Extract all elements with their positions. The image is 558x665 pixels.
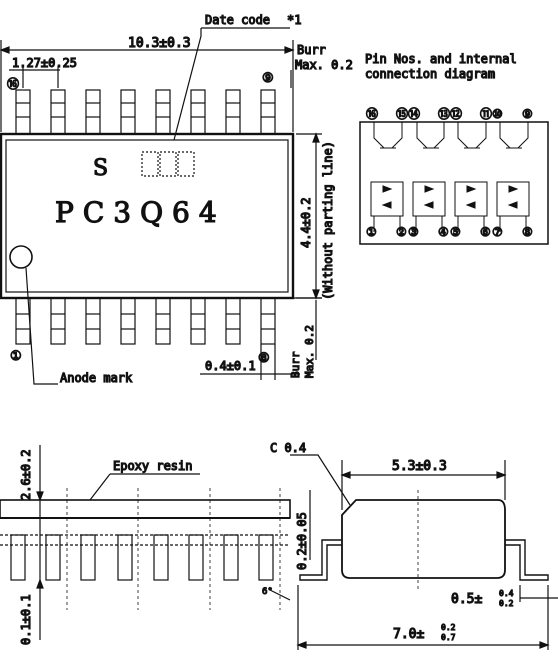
conn-pin-15: ⑮ xyxy=(396,107,408,121)
conn-pin-12: ⑫ xyxy=(450,107,462,121)
foot-dimension-upper: 0.4 xyxy=(499,589,514,598)
pitch-dimension: 1.27±0.25 xyxy=(12,56,77,70)
lead-thickness-dimension: 0.2±0.05 xyxy=(295,512,309,570)
pin-16-label: ⑯ xyxy=(7,77,19,91)
conn-pin-13: ⑬ xyxy=(438,107,450,121)
lead-16 xyxy=(15,89,31,135)
conn-pin-7: ⑦ xyxy=(492,225,503,239)
lead-angle-label: 6° xyxy=(262,587,273,597)
burr-side-line2: Max. 0.2 xyxy=(303,325,316,378)
date-code-leader xyxy=(173,28,202,141)
side-lead-right xyxy=(505,539,549,581)
connection-title-line1: Pin Nos. and internal xyxy=(365,52,517,66)
anode-leader xyxy=(25,267,58,385)
burr-top-line1: Burr xyxy=(297,43,326,57)
standoff-dimension: 0.1±0.1 xyxy=(19,594,33,645)
side-lead-left xyxy=(299,539,342,581)
epoxy-resin-label: Epoxy resin xyxy=(113,459,192,473)
lead-12 xyxy=(155,89,171,135)
chamfer-dimension: C 0.4 xyxy=(270,441,306,455)
anode-mark-label: Anode mark xyxy=(60,371,133,385)
conn-pin-6: ⑥ xyxy=(480,225,491,239)
total-width-upper: 0.2 xyxy=(441,623,456,632)
package-body xyxy=(0,132,295,300)
date-code-note: *1 xyxy=(287,13,301,27)
top-leads xyxy=(15,89,276,135)
conn-pin-11: ⑪ xyxy=(480,107,492,121)
lead-13 xyxy=(120,89,136,135)
total-width-dimension: 7.0± xyxy=(393,627,424,642)
foot-dimension: 0.5± xyxy=(451,592,482,607)
pin-8-label: ⑧ xyxy=(258,351,270,366)
connection-title-line2: connection diagram xyxy=(365,67,495,81)
width-dimension: 10.3±0.3 xyxy=(128,36,191,51)
conn-pin-5: ⑤ xyxy=(450,225,461,239)
body-width-dimension: 5.3±0.3 xyxy=(392,459,447,474)
conn-pin-4: ④ xyxy=(438,225,449,239)
front-height-dimension: 2.6±0.2 xyxy=(19,449,33,500)
conn-pin-3: ③ xyxy=(408,225,419,239)
lead-14 xyxy=(85,89,101,135)
package-inner-edge xyxy=(5,139,289,293)
conn-pin-1: ① xyxy=(366,225,377,239)
bottom-leads xyxy=(15,297,276,345)
front-leads xyxy=(10,534,274,581)
conn-pin-9: ⑨ xyxy=(522,107,533,121)
epoxy-resin-layer xyxy=(0,499,291,519)
burr-side-line1: Burr xyxy=(289,351,302,378)
burr-top-line2: Max. 0.2 xyxy=(295,58,353,72)
anode-mark-circle xyxy=(9,245,33,269)
height-dimension: 4.4±0.2 xyxy=(299,197,313,248)
lead-10 xyxy=(225,89,241,135)
total-width-lower: 0.7 xyxy=(441,633,456,642)
date-code-boxes xyxy=(141,151,195,177)
connection-diagram-frame xyxy=(359,121,549,245)
pin-1-label: ① xyxy=(10,349,22,364)
conn-pin-2: ② xyxy=(396,225,407,239)
conn-pin-8: ⑧ xyxy=(522,225,533,239)
side-view xyxy=(290,454,558,650)
lead-9 xyxy=(260,89,276,135)
connection-diagram xyxy=(370,122,530,232)
brand-letter: S xyxy=(93,156,108,181)
part-number: PC3Q64 xyxy=(55,196,226,229)
conn-pin-14: ⑭ xyxy=(408,107,420,121)
conn-pin-16: ⑯ xyxy=(366,107,378,121)
side-body-outline xyxy=(341,499,506,579)
foot-dimension-lower: 0.2 xyxy=(499,599,514,608)
height-note: (Without parting line) xyxy=(321,141,335,300)
conn-pin-10: ⑩ xyxy=(492,107,503,121)
lead-width-dimension: 0.4±0.1 xyxy=(205,359,256,373)
lead-11 xyxy=(190,89,206,135)
lead-15 xyxy=(50,89,66,135)
front-view xyxy=(0,445,291,640)
date-code-label: Date code xyxy=(205,13,270,27)
top-view xyxy=(0,27,322,385)
pin-9-label: ⑨ xyxy=(262,71,274,86)
chamfer-leader xyxy=(290,454,351,506)
